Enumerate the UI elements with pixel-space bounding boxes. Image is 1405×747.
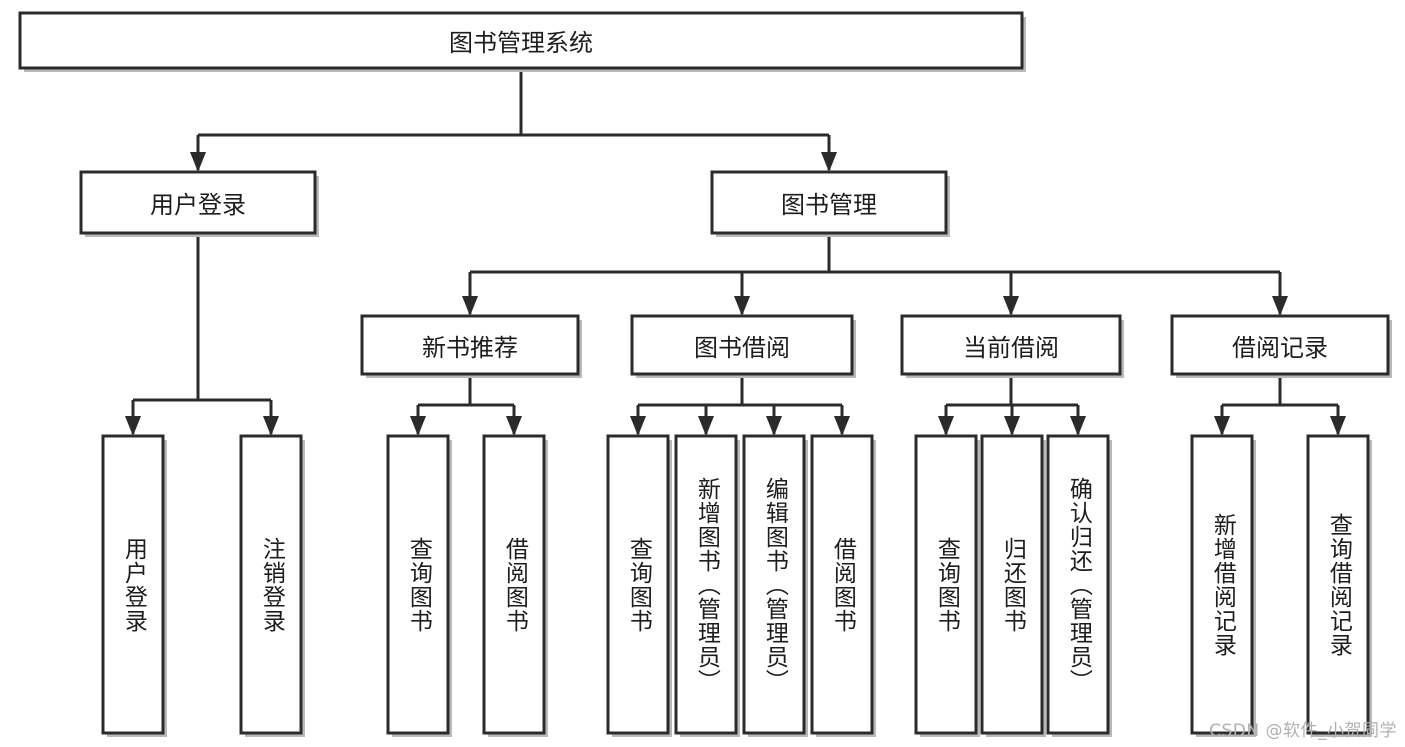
node-label: 借阅图书: [829, 536, 856, 633]
arrow-head-icon: [1272, 296, 1288, 316]
arrow-head-icon: [698, 416, 714, 436]
node-label: 注销登录: [258, 536, 285, 633]
arrow-head-icon: [506, 416, 522, 436]
node-label: 当前借阅: [963, 333, 1059, 362]
arrow-head-icon: [1004, 416, 1020, 436]
node-box-leaf[interactable]: [386, 434, 450, 735]
node-label: 借阅记录: [1232, 333, 1328, 362]
node-box-leaf[interactable]: [101, 434, 165, 735]
node-box-leaf[interactable]: [606, 434, 670, 735]
node-box-leaf[interactable]: [1046, 434, 1110, 735]
node-label: 新书推荐: [422, 333, 518, 362]
node-box-branch[interactable]: [79, 170, 317, 235]
node-label: 图书管理: [781, 191, 877, 219]
arrow-head-icon: [938, 416, 954, 436]
node-label: 用户登录: [150, 191, 246, 219]
node-box-leaf[interactable]: [674, 434, 738, 735]
node-label: 借阅图书: [501, 536, 528, 633]
arrow-head-icon: [834, 416, 850, 436]
node-label: 新增借阅记录: [1209, 512, 1236, 657]
node-box-leaf[interactable]: [980, 434, 1044, 735]
node-label: 查询图书: [405, 536, 432, 633]
node-box-branch[interactable]: [710, 170, 948, 235]
arrow-head-icon: [462, 296, 478, 316]
node-box-leaf[interactable]: [810, 434, 874, 735]
node-label: 图书管理系统: [449, 29, 593, 57]
node-box-leaf[interactable]: [239, 434, 303, 735]
node-box-leaf[interactable]: [914, 434, 978, 735]
node-box-branch[interactable]: [900, 314, 1122, 376]
node-label: 图书借阅: [694, 333, 790, 362]
arrow-head-icon: [190, 152, 206, 172]
arrow-head-icon: [1330, 416, 1346, 436]
node-box-leaf[interactable]: [742, 434, 806, 735]
arrow-head-icon: [630, 416, 646, 436]
node-box-leaf[interactable]: [1190, 434, 1254, 735]
node-box-branch[interactable]: [18, 11, 1024, 70]
arrow-head-icon: [734, 296, 750, 316]
arrow-head-icon: [410, 416, 426, 436]
node-label: 归还图书: [999, 536, 1026, 633]
arrow-head-icon: [821, 152, 837, 172]
node-box-leaf[interactable]: [482, 434, 546, 735]
node-label: 用户登录: [120, 536, 147, 633]
arrow-head-icon: [1003, 296, 1019, 316]
arrow-head-icon: [125, 416, 141, 436]
node-box-branch[interactable]: [630, 314, 854, 376]
node-box-leaf[interactable]: [1306, 434, 1370, 735]
node-box-branch[interactable]: [1170, 314, 1390, 376]
arrow-head-icon: [766, 416, 782, 436]
node-label: 新增图书（管理员）: [693, 476, 720, 693]
arrow-head-icon: [1070, 416, 1086, 436]
node-label: 查询图书: [933, 536, 960, 633]
node-label: 查询图书: [625, 536, 652, 633]
node-box-branch[interactable]: [360, 314, 580, 376]
node-label: 编辑图书（管理员）: [761, 476, 788, 693]
arrow-head-icon: [1214, 416, 1230, 436]
node-label: 确认归还（管理员）: [1065, 476, 1092, 693]
node-label: 查询借阅记录: [1325, 512, 1352, 657]
arrow-head-icon: [263, 416, 279, 436]
